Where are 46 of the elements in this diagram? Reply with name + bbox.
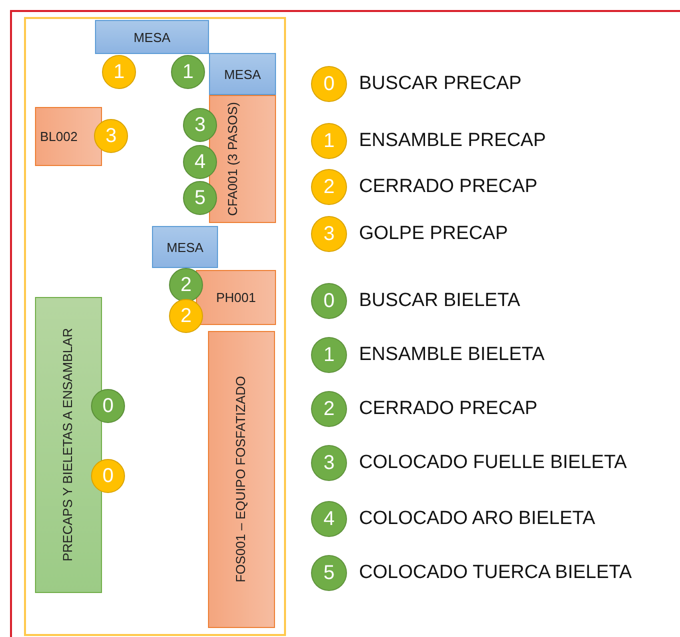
legend-swatch: 2 — [311, 391, 347, 427]
table-box — [152, 226, 218, 268]
legend-text: COLOCADO ARO BIELETA — [359, 508, 596, 530]
station-label: MESA — [224, 66, 261, 82]
step-number-circle: 1 — [171, 55, 205, 89]
legend-swatch: 3 — [311, 445, 347, 481]
legend-swatch: 3 — [311, 216, 347, 252]
legend-swatch: 2 — [311, 169, 347, 205]
table-box — [209, 53, 276, 95]
step-number-circle: 3 — [183, 108, 217, 142]
legend-text: BUSCAR PRECAP — [359, 73, 522, 95]
step-number-circle: 1 — [102, 55, 136, 89]
legend-text: BUSCAR BIELETA — [359, 290, 520, 312]
legend-swatch: 5 — [311, 555, 347, 591]
station-label: PRECAPS Y BIELETAS A ENSAMBLAR — [60, 328, 76, 562]
legend-swatch: 1 — [311, 123, 347, 159]
station-label: PH001 — [216, 290, 256, 305]
legend-text: ENSAMBLE PRECAP — [359, 130, 546, 152]
legend-swatch: 1 — [311, 337, 347, 373]
station-label: CFA001 (3 PASOS) — [224, 102, 241, 216]
legend-text: ENSAMBLE BIELETA — [359, 344, 544, 366]
legend-swatch: 0 — [311, 66, 347, 102]
legend-text: COLOCADO TUERCA BIELETA — [359, 562, 632, 584]
storage-area-box — [35, 297, 102, 593]
station-label: MESA — [166, 240, 204, 254]
station-label: FOS001 – EQUIPO FOSFATIZADO — [233, 376, 250, 583]
legend-text: CERRADO PRECAP — [359, 176, 538, 198]
machine-box — [35, 107, 102, 166]
step-number-circle: 0 — [91, 389, 125, 423]
step-number-circle: 5 — [183, 181, 217, 215]
legend-text: CERRADO PRECAP — [359, 398, 538, 420]
legend-swatch: 0 — [311, 283, 347, 319]
station-label: MESA — [134, 30, 170, 44]
table-box — [95, 20, 209, 54]
step-number-circle: 3 — [94, 119, 128, 153]
legend-text: GOLPE PRECAP — [359, 223, 508, 245]
machine-box — [196, 270, 276, 325]
machine-box — [209, 95, 276, 223]
step-number-circle: 0 — [91, 459, 125, 493]
machine-box — [208, 331, 275, 628]
station-label: BL002 — [40, 129, 78, 144]
legend-text: COLOCADO FUELLE BIELETA — [359, 452, 627, 474]
step-number-circle: 4 — [183, 145, 217, 179]
step-number-circle: 2 — [169, 268, 203, 302]
legend-swatch: 4 — [311, 501, 347, 537]
step-number-circle: 2 — [169, 299, 203, 333]
